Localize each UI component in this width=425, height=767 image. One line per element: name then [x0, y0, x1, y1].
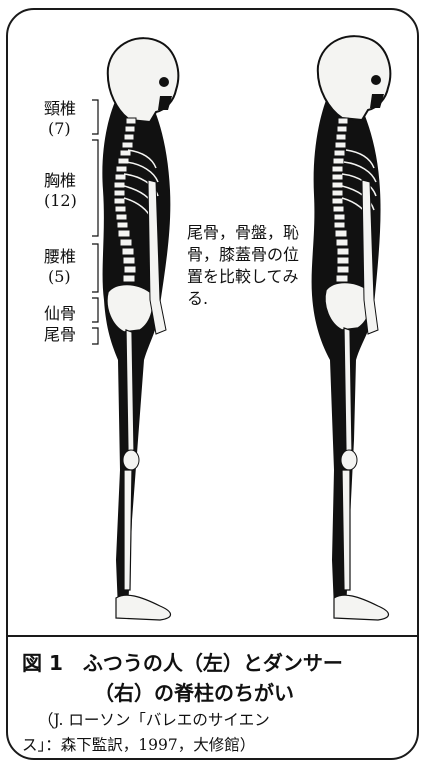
comparison-note: 尾骨，骨盤，恥 骨，膝蓋骨の位 置を比較してみ る. [187, 222, 317, 310]
lumbar-count: (5) [48, 268, 71, 286]
left-jaw [158, 96, 172, 110]
left-body-silhouette [102, 95, 170, 612]
figure-caption-title: 図 1 ふつうの人（左）とダンサー （右）の脊柱のちがい [22, 648, 407, 708]
left-figure [102, 38, 178, 620]
right-jaw [370, 94, 384, 108]
thoracic-count: (12) [44, 192, 77, 210]
left-femur [126, 330, 134, 452]
right-eye-socket [371, 75, 381, 85]
cervical-count: (7) [48, 120, 71, 138]
left-foot [116, 595, 171, 620]
right-foot [334, 595, 389, 620]
spine-brackets [92, 100, 98, 344]
caption-source-line1: （J. ローソン「バレエのサイエン [22, 708, 407, 733]
left-tibia [124, 470, 132, 590]
caption-title-line2: （右）の脊柱のちがい [22, 678, 407, 708]
caption-source-line2: ス」：森下監訳，1997，大修館） [22, 736, 255, 754]
coccyx-label: 尾骨 [44, 326, 76, 344]
lumbar-label: 腰椎 [44, 248, 76, 266]
comparison-note-line3: 置を比較してみ [187, 266, 317, 288]
left-eye-socket [159, 77, 169, 87]
right-femur [344, 328, 352, 452]
sacrum-label: 仙骨 [44, 305, 76, 323]
cervical-label: 頸椎 [44, 100, 76, 118]
caption-title-line1: 図 1 ふつうの人（左）とダンサー [22, 651, 343, 675]
right-tibia [342, 470, 350, 590]
left-kneecap [123, 450, 139, 470]
thoracic-label: 胸椎 [44, 172, 76, 190]
right-figure [312, 36, 391, 620]
caption-divider [8, 635, 417, 637]
figure-caption-source: （J. ローソン「バレエのサイエン ス」：森下監訳，1997，大修館） [22, 708, 407, 758]
comparison-note-line1: 尾骨，骨盤，恥 [187, 222, 317, 244]
comparison-note-line2: 骨，膝蓋骨の位 [187, 244, 317, 266]
right-kneecap [341, 450, 357, 470]
comparison-note-line4: る. [187, 288, 317, 310]
